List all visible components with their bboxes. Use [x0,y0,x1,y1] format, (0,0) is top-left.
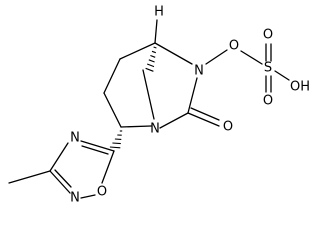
bond-s-oh [274,70,290,81]
bond-n-o [205,49,228,65]
bond-c3-n2-inner [54,169,72,188]
bond-n2-o1 [80,194,96,199]
bond-o-s [240,50,263,65]
bond-n4-c3 [49,142,69,172]
bond-c3-c4 [103,92,122,128]
oxadiazole-ring [8,140,115,199]
bond-c2-c3 [103,58,121,94]
hashed-wedge-bond [145,46,157,72]
hashed-wedge-bond-oxadiazole [109,130,123,149]
atom-n-ring-4: N [70,131,80,146]
bond-carbonyl-double-a [187,112,220,127]
atom-o-sulfonyl-top: O [263,28,273,43]
atom-n-top: N [194,64,204,79]
atom-o-carbonyl: O [223,120,233,135]
atom-oh: OH [290,80,310,95]
bond-c3-methyl [8,170,51,184]
bond-ch2-bridge [142,69,155,120]
atom-h: H [154,5,164,20]
bond-c1-n-top [154,42,193,65]
bond-c5-n4 [80,140,115,152]
bond-c1-c2 [119,42,156,60]
bond-c5-o1 [101,150,115,184]
bond-c1-h [154,19,158,44]
atom-o-sulfonyl-bottom: O [263,94,273,109]
atom-o-ring-1: O [97,185,107,200]
bond-c4-n-bridge [120,125,152,128]
atom-n-ring-2: N [70,191,80,206]
atom-sulfur: S [264,61,272,76]
bond-n-top-carbonyl-c [187,77,198,114]
bond-carbonyl-double-b [190,107,220,121]
bond-c3-n2 [49,170,71,194]
bond-c5-n4-inner [81,145,109,155]
atom-o-link: O [229,39,239,54]
chemical-structure-diagram: H N N O O S O O OH N N O [8,5,310,206]
bond-carbonyl-c-n-bridge [159,112,189,129]
bicyclic-core-bonds [103,42,198,129]
atom-n-bridge: N [150,122,160,137]
